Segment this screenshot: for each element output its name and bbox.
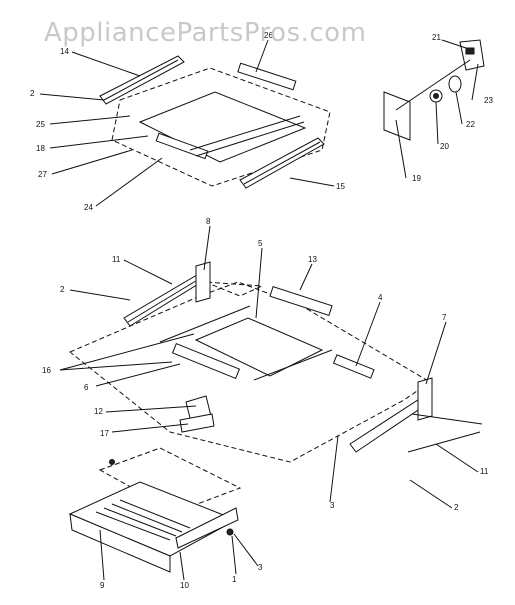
washer (448, 75, 462, 93)
callout-5: 5 (258, 239, 263, 248)
callout-17: 17 (100, 429, 109, 438)
callout-16: 16 (42, 366, 51, 375)
callout-25: 25 (36, 120, 45, 129)
callout-4: 4 (378, 293, 383, 302)
callout-3: 3 (258, 563, 263, 572)
callout-6: 6 (84, 383, 89, 392)
callout-20: 20 (440, 142, 449, 151)
callout-10: 10 (180, 581, 189, 590)
lower-left-endcap (195, 261, 211, 303)
callout-15: 15 (336, 182, 345, 191)
lower-glass-shelf (194, 317, 324, 377)
callout-19: 19 (412, 174, 421, 183)
callout-7: 7 (442, 313, 447, 322)
callout-2: 2 (30, 89, 35, 98)
crisper-front (69, 513, 171, 573)
callout-26: 26 (264, 31, 273, 40)
crisper-pan (68, 481, 238, 557)
mounting-bracket (383, 91, 411, 141)
callout-9: 9 (100, 581, 105, 590)
callout-23: 23 (484, 96, 493, 105)
upper-shelf-front-trim (155, 132, 209, 160)
lower-front-trim (171, 342, 241, 380)
callout-24: 24 (84, 203, 93, 212)
lower-shelf-assembly (69, 261, 483, 463)
clip-retainer (459, 39, 485, 71)
lower-right-trim (332, 354, 375, 379)
callout-11: 11 (112, 255, 121, 264)
callout-3: 3 (330, 501, 335, 510)
callout-8: 8 (206, 217, 211, 226)
upper-glass-shelf (138, 91, 307, 163)
upper-shelf-rear-trim (237, 62, 297, 91)
crisper-drawer (68, 447, 242, 573)
upper-shelf-assembly (99, 55, 331, 189)
crisper-support (179, 413, 215, 433)
callout-labels: 1426225182724152123222019851311247166121… (30, 31, 493, 590)
watermark: AppliancePartsPros.com (44, 18, 367, 48)
crisper-cover-rail (175, 507, 239, 549)
callout-12: 12 (94, 407, 103, 416)
leader-lines (39, 39, 479, 581)
callout-22: 22 (466, 120, 475, 129)
callout-13: 13 (308, 255, 317, 264)
callout-14: 14 (60, 47, 69, 56)
callout-18: 18 (36, 144, 45, 153)
callout-2: 2 (60, 285, 65, 294)
callout-11: 11 (480, 467, 489, 476)
lower-rear-trim (269, 286, 333, 316)
callout-2: 2 (454, 503, 459, 512)
callout-27: 27 (38, 170, 47, 179)
callout-1: 1 (232, 575, 237, 584)
callout-21: 21 (432, 33, 441, 42)
lower-right-endcap (417, 377, 433, 421)
